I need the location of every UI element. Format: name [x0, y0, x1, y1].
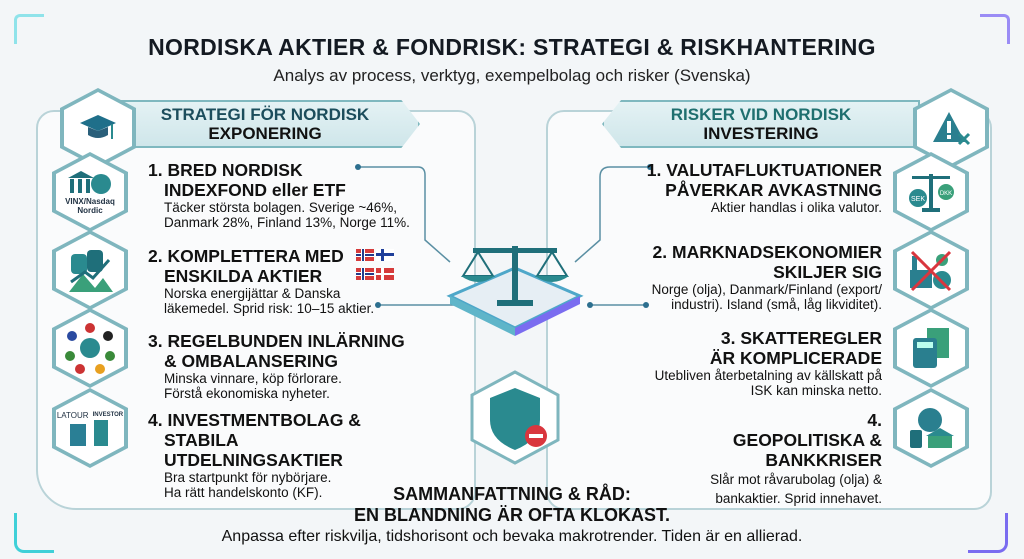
item-desc: Täcker största bolagen. Sverige ~46%, Da… — [164, 200, 410, 230]
item-title: 1. VALUTAFLUKTUATIONER PÅVERKAR AVKASTNI… — [646, 160, 882, 200]
strategy-item-3: 3. REGELBUNDEN INLÄRNING & OMBALANSERING… — [148, 331, 433, 401]
strategy-heading: STRATEGI FÖR NORDISK EXPONERING — [110, 100, 420, 148]
currency-label: DKK — [940, 191, 952, 197]
corner-decoration — [968, 513, 1008, 553]
corner-decoration — [980, 14, 1010, 44]
heading-line: RISKER VID NORDISK — [670, 105, 852, 124]
denmark-flag-icon — [376, 268, 394, 280]
page-subtitle: Analys av process, verktyg, exempelbolag… — [273, 66, 751, 85]
risk-item-4: 4. GEOPOLITISKA & BANKKRISER Slår mot rå… — [600, 410, 882, 508]
globe-oil-bank-icon — [893, 388, 969, 468]
globe-flags-icon — [52, 308, 128, 388]
warning-icon — [913, 88, 989, 168]
norway-flag-icon — [356, 249, 374, 261]
summary-text: Anpassa efter riskvilja, tidshorisont oc… — [221, 528, 803, 545]
risk-item-3: 3. SKATTEREGLER ÄR KOMPLICERADE Uteblive… — [600, 328, 882, 398]
corner-decoration — [14, 513, 54, 553]
strategy-item-2: 2. KOMPLETTERA MED ENSKILDA AKTIER Norsk… — [148, 246, 433, 316]
summary-heading: SAMMANFATTNING & RÅD: — [393, 484, 631, 504]
item-desc: Utebliven återbetalning av källskatt på … — [654, 368, 882, 398]
latour-logo: LATOUR — [56, 410, 89, 420]
heading-line: EXPONERING — [208, 124, 322, 143]
norway-flag-icon — [356, 268, 374, 280]
currency-scale-icon: SEK DKK — [893, 152, 969, 232]
risk-item-1: 1. VALUTAFLUKTUATIONER PÅVERKAR AVKASTNI… — [600, 160, 882, 215]
item-desc: Norska energijättar & Danska läkemedel. … — [164, 286, 375, 316]
risks-heading: RISKER VID NORDISK INVESTERING — [602, 100, 920, 148]
risk-item-2: 2. MARKNADSEKONOMIER SKILJER SIG Norge (… — [600, 242, 882, 312]
center-scale-platform — [445, 238, 585, 338]
calculator-document-icon — [893, 308, 969, 388]
page-title: NORDISKA AKTIER & FONDRISK: STRATEGI & R… — [148, 34, 876, 60]
item-title: 2. KOMPLETTERA MED ENSKILDA AKTIER — [148, 246, 344, 286]
item-desc: Slår mot råvarubolag (olja) & bankaktier… — [710, 472, 882, 506]
item-title: 4. INVESTMENTBOLAG & STABILA UTDELNINGSA… — [148, 410, 361, 470]
item-title: 4. GEOPOLITISKA & BANKKRISER — [732, 410, 882, 470]
currency-label: SEK — [911, 196, 925, 203]
heading-line: STRATEGI FÖR NORDISK — [160, 105, 370, 124]
corner-decoration — [14, 14, 44, 44]
shield-icon — [468, 370, 563, 465]
item-desc: Norge (olja), Danmark/Finland (export/ i… — [651, 282, 882, 312]
icon-label: VINX/Nasdaq Nordic — [65, 197, 115, 215]
item-desc: Bra startpunkt för nybörjare. Ha rätt ha… — [164, 470, 332, 500]
strategy-item-1: 1. BRED NORDISK INDEXFOND eller ETF Täck… — [148, 160, 433, 230]
crossed-industry-icon — [893, 230, 969, 310]
heading-line: INVESTERING — [703, 124, 819, 143]
item-title: 3. REGELBUNDEN INLÄRNING & OMBALANSERING — [148, 331, 405, 371]
item-title: 1. BRED NORDISK INDEXFOND eller ETF — [148, 160, 346, 200]
finland-flag-icon — [376, 249, 394, 261]
scale-icon — [446, 246, 584, 336]
item-title: 3. SKATTEREGLER ÄR KOMPLICERADE — [709, 328, 882, 368]
strategy-item-4: 4. INVESTMENTBOLAG & STABILA UTDELNINGSA… — [148, 410, 433, 500]
flags — [355, 248, 399, 286]
item-desc: Minska vinnare, köp förlorare. Förstå ek… — [164, 371, 342, 401]
item-desc: Aktier handlas i olika valutor. — [710, 200, 882, 215]
investor-logo: INVESTOR — [92, 411, 124, 418]
item-title: 2. MARKNADSEKONOMIER SKILJER SIG — [652, 242, 882, 282]
summary-conclusion: EN BLANDNING ÄR OFTA KLOKAST. — [354, 505, 670, 525]
